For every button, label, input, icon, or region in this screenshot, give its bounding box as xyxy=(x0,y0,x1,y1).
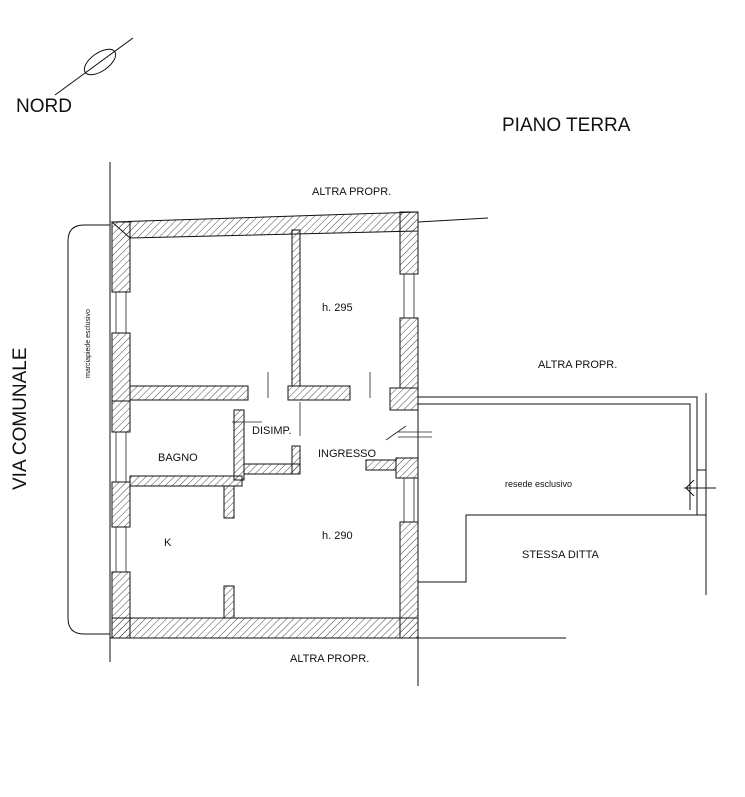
windows xyxy=(115,274,432,572)
room-label-disimp: DISIMP. xyxy=(252,425,292,437)
street-label: VIA COMUNALE xyxy=(10,347,31,490)
room-label-ingresso: INGRESSO xyxy=(318,448,377,460)
north-arrow-icon xyxy=(54,37,134,96)
sidewalk-label: marciapiede esclusivo xyxy=(85,309,92,378)
sidewalk-outline xyxy=(67,224,110,635)
exterior-walls xyxy=(110,211,419,639)
north-label: NORD xyxy=(16,96,72,117)
yard-outline xyxy=(418,393,707,595)
neighbor-right-label: ALTRA PROPR. xyxy=(538,359,617,371)
neighbor-bottom-label: ALTRA PROPR. xyxy=(290,653,369,665)
neighbor-top-label: ALTRA PROPR. xyxy=(312,186,391,198)
yard-label: resede esclusivo xyxy=(505,479,572,489)
top-boundary-line xyxy=(417,217,489,223)
room-label-bagno: BAGNO xyxy=(158,452,198,464)
room-height-lower: h. 290 xyxy=(322,530,353,542)
interior-walls xyxy=(129,229,397,619)
door-marks xyxy=(232,372,371,436)
yard-owner-label: STESSA DITTA xyxy=(522,549,599,561)
floor-title: PIANO TERRA xyxy=(502,115,631,136)
room-label-kitchen: K xyxy=(164,537,172,549)
room-height-upper: h. 295 xyxy=(322,302,353,314)
entrance-arrow-icon xyxy=(684,479,716,497)
